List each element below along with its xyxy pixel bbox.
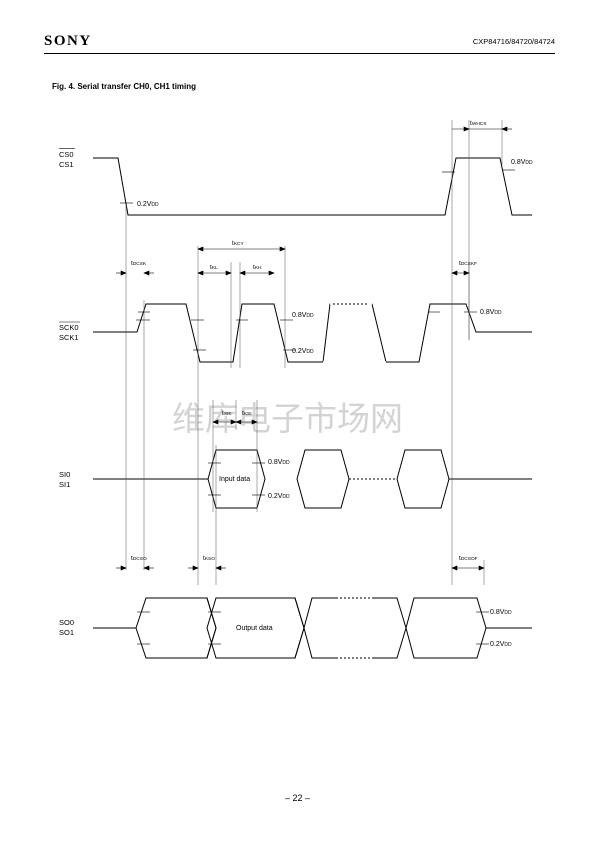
so-cell-3 (294, 597, 336, 659)
watermark: 维库电子市场网 (172, 399, 403, 438)
cs0-label: CS0 (59, 150, 74, 159)
so0-label: SO0 (59, 618, 74, 627)
so-cell-4 (372, 597, 487, 659)
so-cell-1 (135, 597, 217, 659)
si-data-cell-3 (396, 449, 450, 509)
tdcsof-label: tDCSOF (459, 555, 478, 562)
cs-level-low: 0.2VDD (137, 201, 159, 208)
si0-label: SI0 (59, 470, 70, 479)
si-data-cell-2 (296, 449, 350, 509)
cs-waveform (93, 157, 532, 216)
tsik-label: tSIK (222, 410, 232, 417)
tdcskf-label: tDCSKF (459, 260, 477, 267)
so-level-high: 0.8VDD (490, 609, 512, 616)
so1-label: SO1 (59, 628, 74, 637)
sck-level-high: 0.8VDD (292, 312, 314, 319)
tdcsk-label: tDCSK (131, 260, 147, 267)
page-number: – 22 – (284, 793, 311, 803)
cs-level-high: 0.8VDD (511, 159, 533, 166)
part-numbers: CXP84716/84720/84724 (472, 37, 555, 46)
cs1-label: CS1 (59, 160, 74, 169)
tkcy-label: tKCY (232, 240, 244, 247)
si-level-high: 0.8VDD (268, 459, 290, 466)
sck1-label: SCK1 (59, 333, 79, 342)
si1-label: SI1 (59, 480, 70, 489)
tkl-label: tKL (210, 264, 218, 271)
header-rule (44, 53, 555, 54)
sck-level-low: 0.2VDD (292, 348, 314, 355)
sony-logo: SONY (44, 33, 92, 49)
tksi-label: tKSI (242, 410, 252, 417)
output-data-label: Output data (236, 625, 273, 632)
sck-level-high-right: 0.8VDD (480, 309, 502, 316)
tkso-label: tKSO (203, 555, 215, 562)
so-level-low: 0.2VDD (490, 641, 512, 648)
input-data-label: Input data (219, 476, 250, 483)
so-cell-output (206, 597, 217, 659)
figure-title: Fig. 4. Serial transfer CH0, CH1 timing (52, 82, 197, 91)
tkh-label: tKH (253, 264, 262, 271)
si-level-low: 0.2VDD (268, 493, 290, 500)
sck0-label: SCK0 (59, 323, 79, 332)
sck-waveform (93, 303, 532, 363)
twhcs-label: tWHCS (470, 120, 486, 127)
tdcso-label: tDCSO (131, 555, 147, 562)
